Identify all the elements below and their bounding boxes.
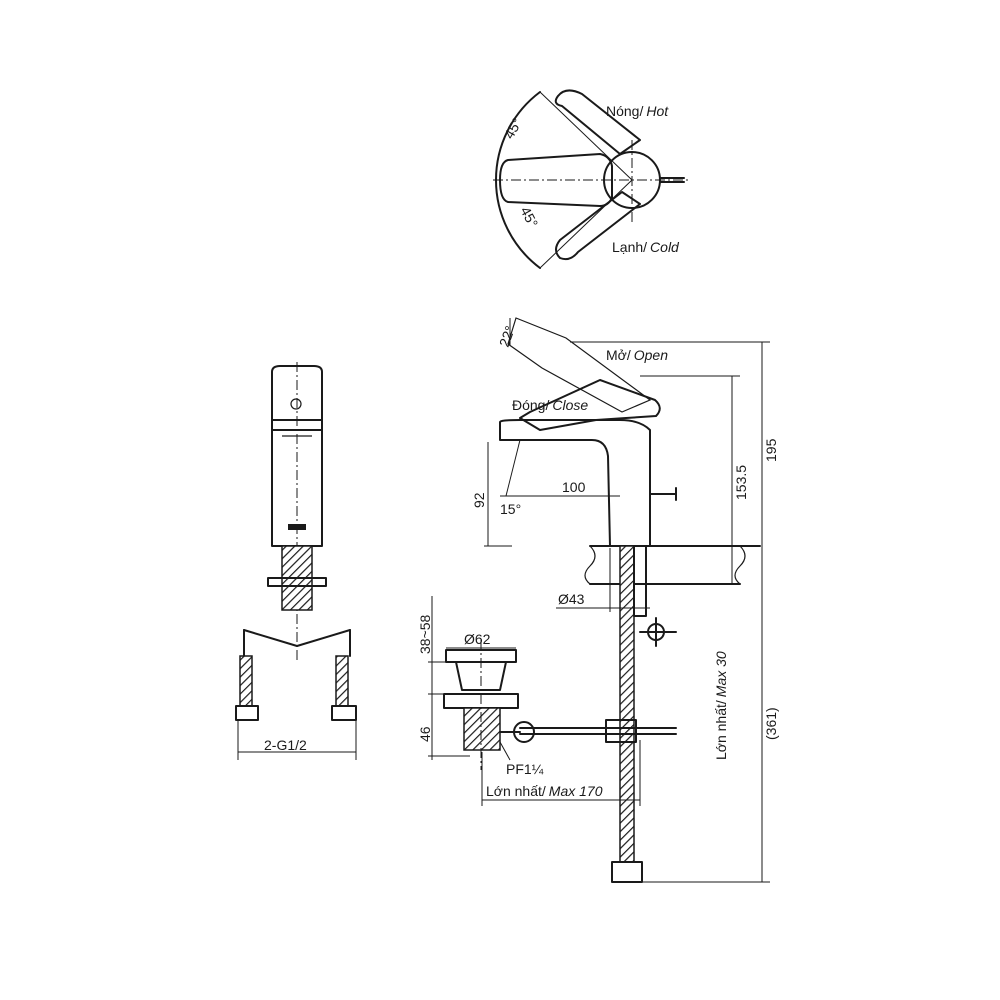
dim-below-total: (361) <box>763 707 779 740</box>
side-view: 22° Mở/Open Đóng/Close <box>417 317 779 883</box>
dim-lever-height: 153.5 <box>733 465 749 500</box>
label-hot: Nóng/Hot <box>606 103 669 119</box>
label-cold: Lạnh/Cold <box>612 239 680 255</box>
dim-spout-reach: 100 <box>562 479 586 495</box>
label-hose-thread: 2-G1/2 <box>264 737 307 753</box>
dim-rod-max: Lớn nhất/Max 170 <box>486 783 603 799</box>
dim-waste-range: 38~58 <box>417 614 433 654</box>
front-view: 2-G1/2 <box>235 362 357 760</box>
dim-spout-angle: 15° <box>500 501 521 517</box>
label-top-angle-cold: 45° <box>517 204 541 230</box>
label-lever-angle: 22° <box>496 324 518 349</box>
label-open: Mở/Open <box>606 347 668 363</box>
label-close: Đóng/Close <box>512 397 588 413</box>
dim-total-height: 195 <box>763 438 779 462</box>
dim-base-diameter: Ø43 <box>558 591 585 607</box>
dim-counter-max: Lớn nhất/Max 30 <box>713 651 729 760</box>
dim-waste-thread: PF1¼ <box>506 761 544 777</box>
top-view: 45° 45° Nóng/Hot Lạnh/Cold <box>493 89 690 269</box>
dim-spout-height: 92 <box>471 492 487 508</box>
dim-waste-height: 46 <box>417 726 433 742</box>
dim-waste-diameter: Ø62 <box>464 631 491 647</box>
